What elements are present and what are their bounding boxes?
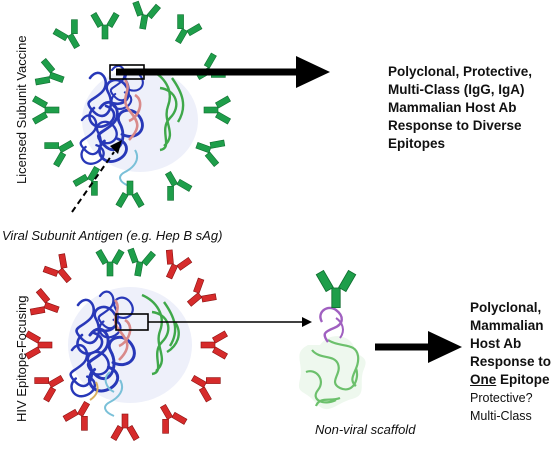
bottom-result-text: Polyclonal, Mammalian Host Ab Response t… bbox=[470, 299, 551, 425]
bottom-side-label: HIV Epitope-Focusing bbox=[14, 295, 29, 422]
bottom-result-line: Host Ab bbox=[470, 336, 522, 351]
epitope-word: Epitope bbox=[496, 372, 550, 387]
bottom-result-plain-line: Protective? bbox=[470, 391, 533, 405]
antibody-ring-green bbox=[32, 0, 231, 208]
top-result-line: Response to Diverse bbox=[388, 118, 522, 133]
top-result-line: Mammalian Host Ab bbox=[388, 100, 517, 115]
bottom-result-line: Polyclonal, bbox=[470, 300, 542, 315]
top-result-line: Multi-Class (IgG, IgA) bbox=[388, 82, 525, 97]
top-result-text: Polyclonal, Protective, Multi-Class (IgG… bbox=[388, 63, 532, 153]
thin-arrow-to-scaffold bbox=[148, 317, 312, 327]
antibody-ring-red bbox=[25, 249, 228, 441]
dashed-pointer-arrow bbox=[71, 140, 122, 213]
one-underlined: One bbox=[470, 372, 497, 387]
bottom-result-one-epitope: One Epitope bbox=[470, 371, 551, 389]
bottom-result-line: Response to bbox=[470, 354, 552, 369]
bottom-result-plain-line: Multi-Class bbox=[470, 409, 532, 423]
non-viral-scaffold bbox=[298, 306, 366, 410]
bottom-panel bbox=[25, 247, 462, 441]
antibody-green-on-hiv bbox=[95, 247, 156, 277]
top-panel bbox=[32, 0, 330, 213]
subunit-antigen-protein bbox=[79, 64, 198, 187]
top-result-line: Epitopes bbox=[388, 136, 446, 151]
bottom-result-line: Mammalian bbox=[470, 318, 544, 333]
scaffold-caption: Non-viral scaffold bbox=[315, 422, 416, 437]
hiv-protein bbox=[68, 287, 192, 417]
antibody-on-scaffold bbox=[315, 269, 357, 309]
antigen-caption: Viral Subunit Antigen (e.g. Hep B sAg) bbox=[2, 228, 223, 243]
top-result-line: Polyclonal, Protective, bbox=[388, 64, 533, 79]
top-side-label: Licensed Subunit Vaccine bbox=[14, 35, 29, 184]
top-big-arrow bbox=[116, 56, 330, 88]
bottom-big-arrow bbox=[375, 331, 462, 363]
